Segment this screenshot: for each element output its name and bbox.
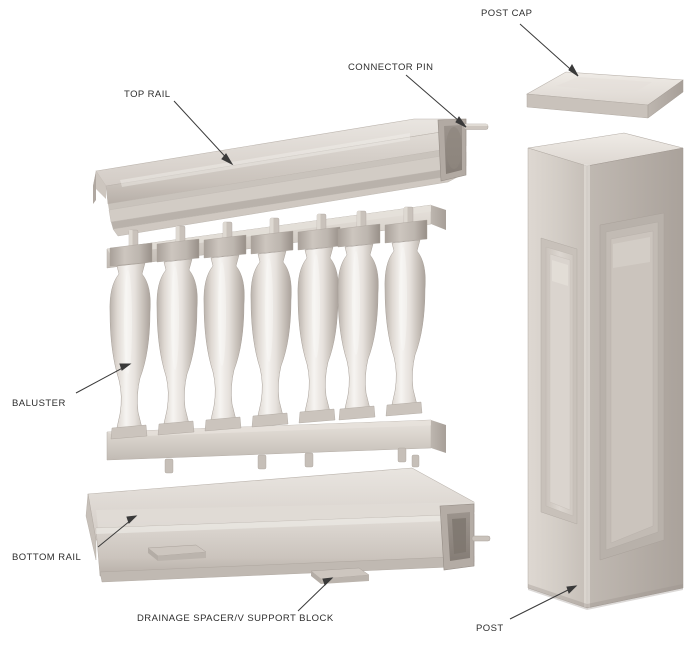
baluster-1 xyxy=(109,229,153,440)
leader-post-cap xyxy=(519,23,579,77)
baluster-4 xyxy=(250,217,294,428)
bottom-rail-part xyxy=(85,467,491,584)
leader-connector-pin xyxy=(405,74,467,128)
label-baluster: BALUSTER xyxy=(12,398,66,409)
connector-pin-part xyxy=(463,123,489,130)
baluster-assembly xyxy=(106,204,446,474)
baluster-6 xyxy=(337,210,381,421)
post-part xyxy=(527,132,684,610)
leader-baluster xyxy=(75,363,131,394)
label-post: POST xyxy=(476,623,504,634)
top-rail-part xyxy=(93,118,489,237)
label-bottom-rail: BOTTOM RAIL xyxy=(12,552,82,563)
baluster-bottom-pins xyxy=(164,447,420,474)
label-top-rail: TOP RAIL xyxy=(124,89,171,100)
label-drainage-spacer: DRAINAGE SPACER/V SUPPORT BLOCK xyxy=(137,613,334,624)
post-cap-part xyxy=(526,71,684,119)
drainage-spacer-blocks xyxy=(147,544,370,584)
label-connector-pin: CONNECTOR PIN xyxy=(348,62,434,73)
baluster-2 xyxy=(156,225,200,436)
baluster-5 xyxy=(297,213,341,424)
leader-lines xyxy=(75,23,579,620)
label-post-cap: POST CAP xyxy=(481,8,533,19)
leader-post xyxy=(509,585,577,620)
baluster-7 xyxy=(384,206,428,417)
baluster-3 xyxy=(203,221,247,432)
leader-top-rail xyxy=(173,100,233,165)
